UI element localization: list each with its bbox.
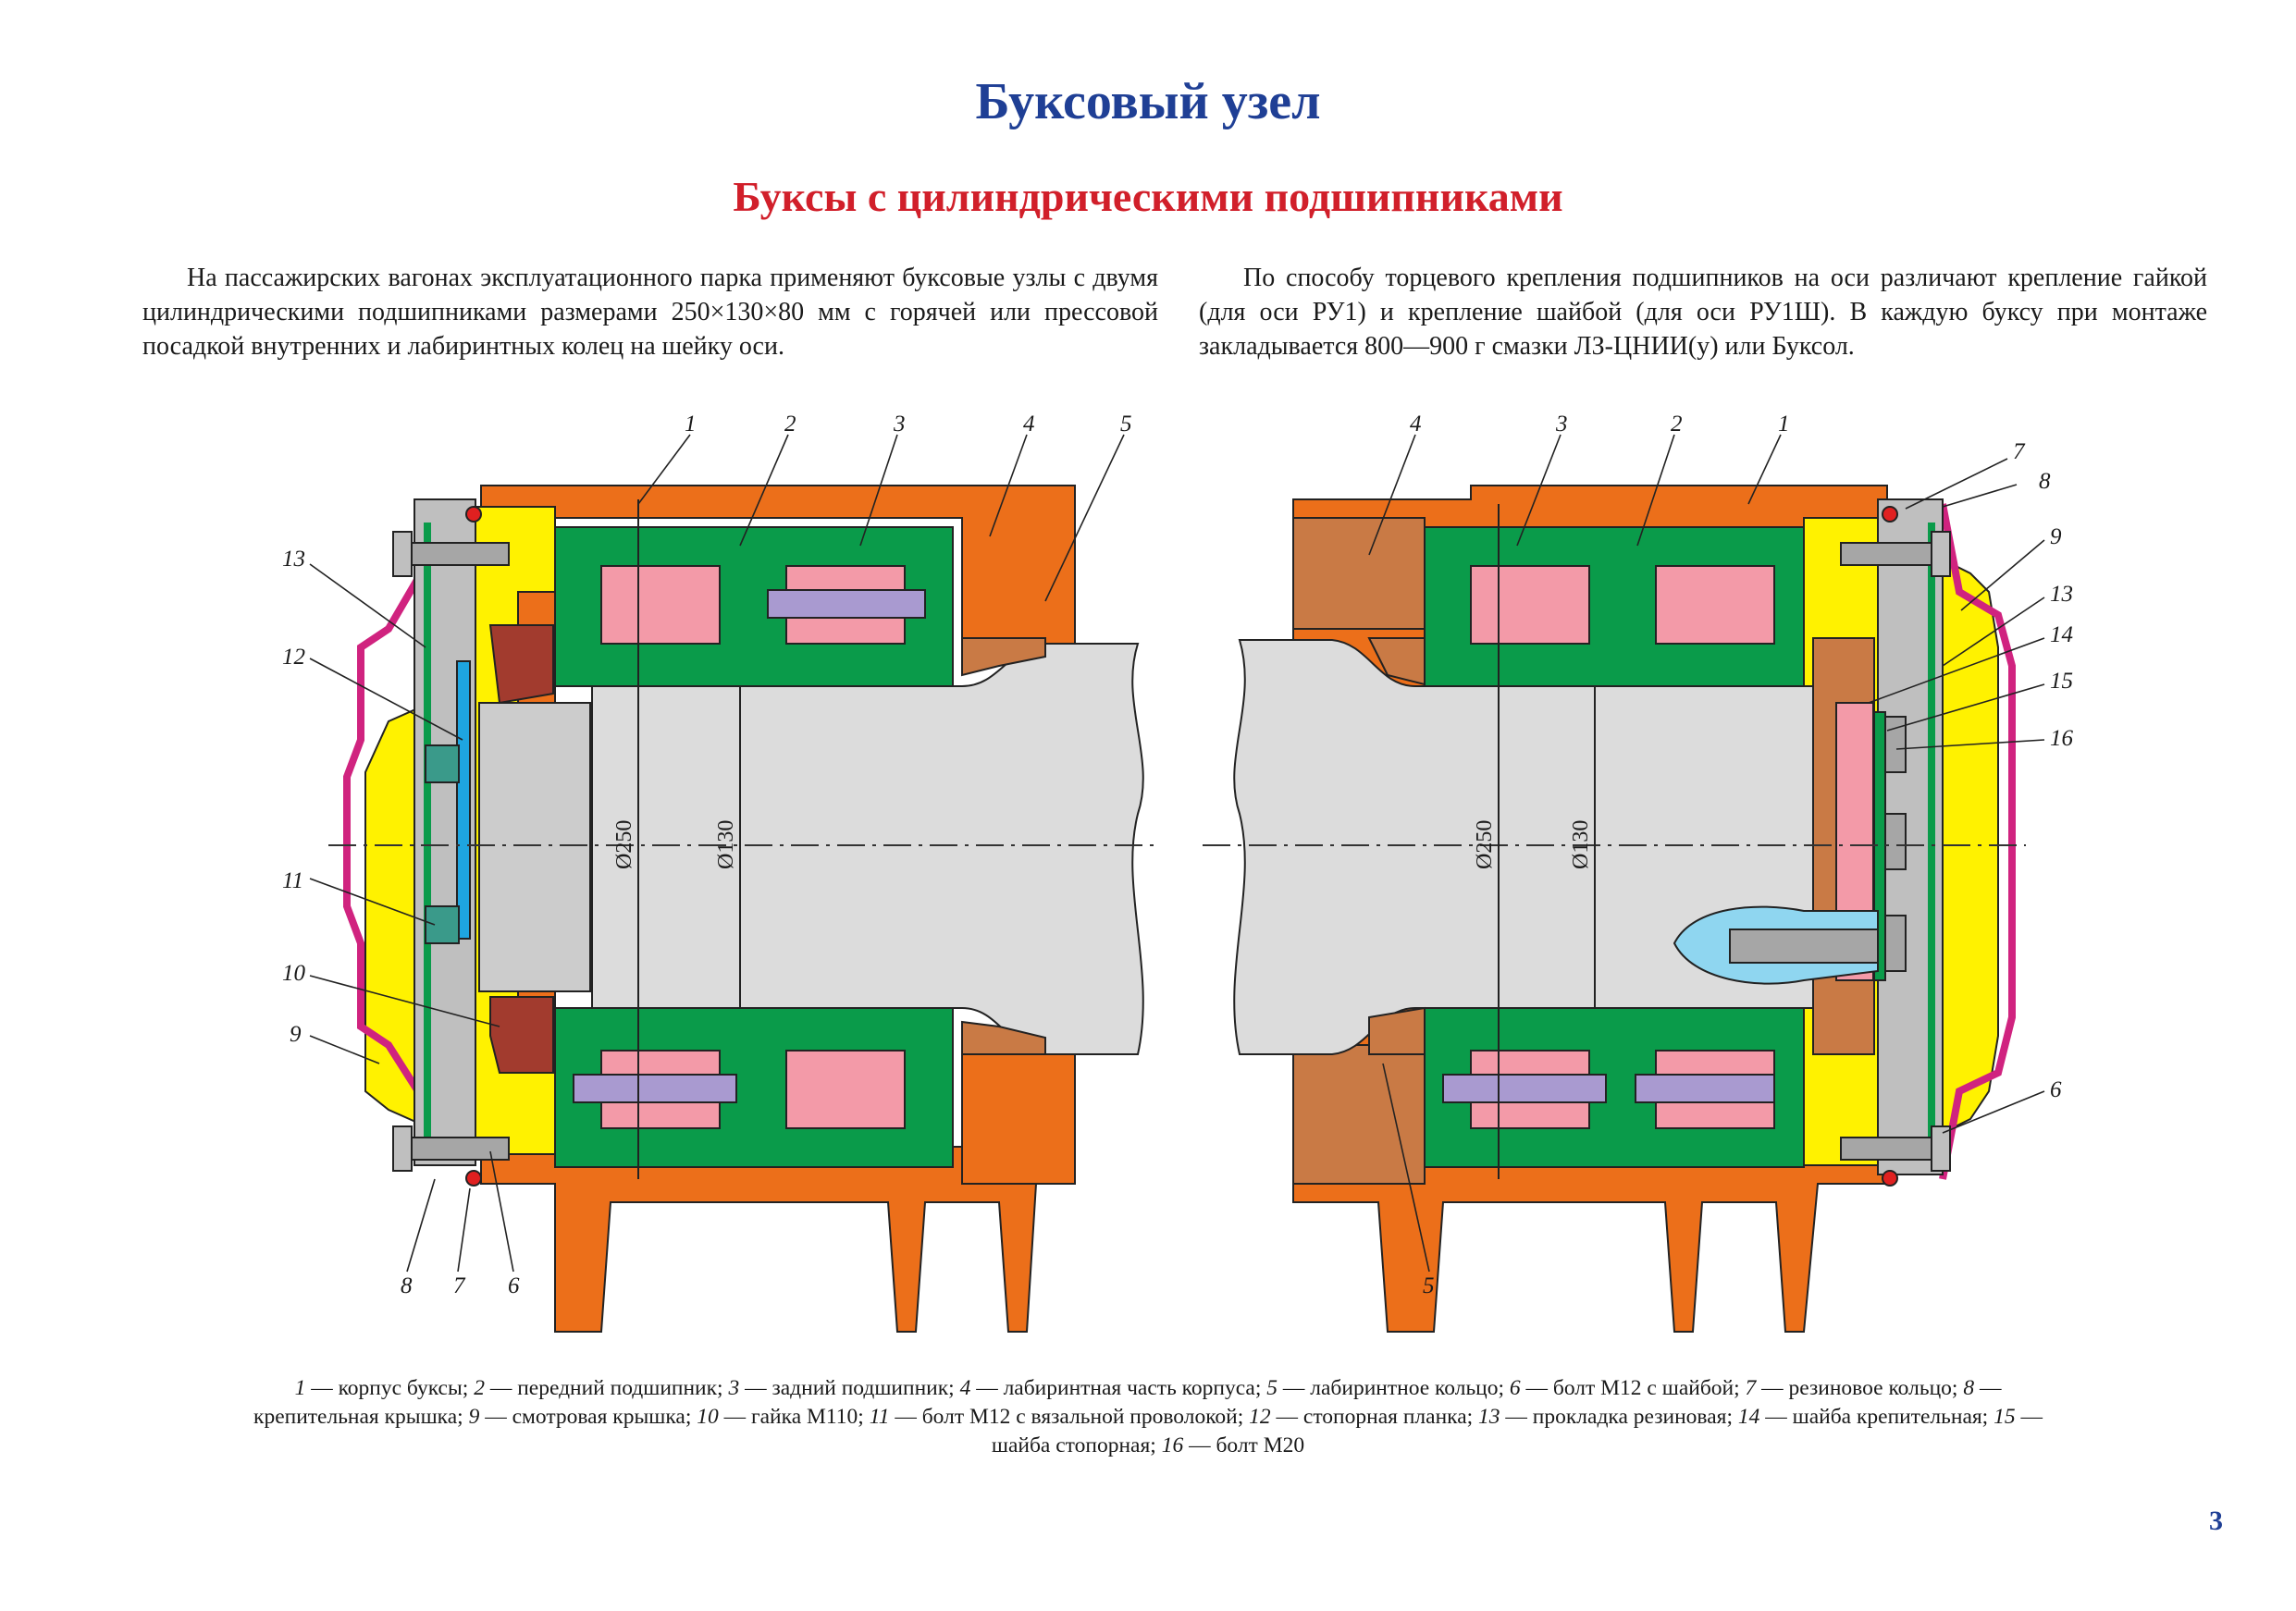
- axle: [591, 643, 1144, 1055]
- axlebox-diagram: Ø250 Ø130 1 2 3 4 5 13 12 11 10 9 8 7: [282, 412, 2074, 1333]
- rubber-gasket-right: [1928, 523, 1935, 1138]
- roller-rear-top-right: [1470, 565, 1590, 645]
- bolt-m12-wire-bottom: [425, 905, 460, 944]
- figure-legend: 1 — корпус буксы; 2 — передний подшипник…: [241, 1374, 2055, 1460]
- legend-item: 12 — стопорная планка;: [1249, 1405, 1479, 1429]
- intro-paragraph-right: По способу торцевого крепления подшипник…: [1199, 264, 2207, 361]
- bolt-m12-wire-top: [425, 744, 460, 783]
- legend-item: 9 — смотровая крышка;: [468, 1405, 697, 1429]
- bolt-top-right: [1840, 542, 1934, 566]
- dim-outer-left: Ø250: [612, 820, 636, 869]
- legend-item: 13 — прокладка резиновая;: [1478, 1405, 1738, 1429]
- rubber-gasket: [424, 523, 431, 1138]
- label-right-15: 15: [2050, 669, 2073, 694]
- legend-item: 2 — передний подшипник;: [474, 1376, 729, 1400]
- label-left-6: 6: [508, 1273, 520, 1298]
- labyrinth-ring: [961, 637, 1046, 1055]
- label-right-6: 6: [2050, 1077, 2062, 1102]
- legend-item: 6 — болт М12 с шайбой;: [1509, 1376, 1746, 1400]
- label-right-13: 13: [2050, 582, 2073, 607]
- bolt-bottom: [397, 1137, 510, 1161]
- leader-lines-left: [309, 434, 1125, 1273]
- rubber-ring-bottom-right: [1882, 1170, 1898, 1187]
- bolt-m20-mid: [1884, 813, 1907, 870]
- legend-item: 8 — крепительная крышка;: [253, 1376, 2002, 1429]
- legend-item: 4 — лабиринтная часть корпуса;: [959, 1376, 1267, 1400]
- label-left-9: 9: [290, 1022, 302, 1047]
- bolt-head-top-right: [1931, 531, 1951, 577]
- roller-rear-bottom: [785, 1050, 906, 1129]
- roller-rear-top-alt: [767, 589, 926, 619]
- dim-outer-right: Ø250: [1473, 820, 1497, 869]
- leader-lines-right: [1368, 434, 2045, 1273]
- legend-item: 7 — резиновое кольцо;: [1745, 1376, 1964, 1400]
- intro-paragraph-left: На пассажирских вагонах эксплуатационног…: [142, 264, 1158, 361]
- left-axlebox-section: Ø250 Ø130 1 2 3 4 5 13 12 11 10 9 8 7: [282, 412, 1161, 1333]
- page-subtitle: Буксы с цилиндрическими подшипниками: [733, 173, 1563, 220]
- legend-item: 15 — шайба стопорная;: [991, 1405, 2043, 1457]
- bolt-head-top: [392, 531, 413, 577]
- bolt-m20-bottom: [1884, 915, 1907, 972]
- nut-m110: [488, 624, 554, 1074]
- bolt-m20-shank: [1729, 928, 1879, 964]
- roller-front-bottom-alt: [573, 1074, 737, 1103]
- viewing-cover: [343, 571, 425, 1099]
- rubber-ring-top: [465, 506, 482, 523]
- dim-inner-left: Ø130: [714, 820, 738, 869]
- page-number: 3: [2209, 1506, 2223, 1536]
- dim-inner-right: Ø130: [1569, 820, 1593, 869]
- roller-front-top: [600, 565, 721, 645]
- label-right-9: 9: [2050, 524, 2062, 549]
- roller-rear-bottom-right-alt: [1442, 1074, 1607, 1103]
- legend-item: 10 — гайка М110;: [697, 1405, 870, 1429]
- legend-item: 11 — болт М12 с вязальной проволокой;: [869, 1405, 1250, 1429]
- viewing-cover-right: [1939, 503, 2016, 1180]
- page-title: Буксовый узел: [975, 73, 1321, 130]
- legend-item: 5 — лабиринтное кольцо;: [1266, 1376, 1510, 1400]
- label-left-8: 8: [401, 1273, 413, 1298]
- label-right-3: 3: [1555, 412, 1568, 437]
- housing-lower-block: [961, 1035, 1076, 1185]
- bolt-head-bottom: [392, 1125, 413, 1172]
- label-right-7: 7: [2013, 439, 2026, 464]
- bolt-top: [397, 542, 510, 566]
- label-right-8: 8: [2039, 469, 2051, 494]
- label-left-1: 1: [685, 412, 697, 437]
- rubber-ring-bottom: [465, 1170, 482, 1187]
- label-left-3: 3: [893, 412, 906, 437]
- legend-item: 1 — корпус буксы;: [294, 1376, 475, 1400]
- label-left-7: 7: [453, 1273, 466, 1298]
- roller-front-top-right: [1655, 565, 1775, 645]
- labyrinth-housing-bottom: [1292, 1044, 1426, 1185]
- label-right-1: 1: [1778, 412, 1790, 437]
- label-right-16: 16: [2050, 726, 2074, 751]
- label-left-12: 12: [282, 645, 305, 670]
- axle-journal-end: [478, 702, 591, 992]
- label-right-5: 5: [1423, 1273, 1435, 1298]
- axle-right: [1233, 639, 1851, 1055]
- bolt-bottom-right: [1840, 1137, 1934, 1161]
- label-left-4: 4: [1023, 412, 1035, 437]
- right-axlebox-section: Ø250 Ø130 4 3 2 1 7 8 9 13 14 15 16 6: [1203, 412, 2074, 1333]
- stop-plate: [456, 660, 471, 940]
- label-right-4: 4: [1410, 412, 1422, 437]
- legend-item: 14 — шайба крепительная;: [1737, 1405, 1994, 1429]
- legend-item: 16 — болт М20: [1161, 1433, 1305, 1457]
- bolt-head-bottom-right: [1931, 1125, 1951, 1172]
- legend-item: 3 — задний подшипник;: [728, 1376, 960, 1400]
- label-right-14: 14: [2050, 622, 2073, 647]
- label-left-13: 13: [282, 547, 305, 572]
- label-left-10: 10: [282, 961, 306, 986]
- labyrinth-ring-right: [1367, 637, 1426, 1055]
- rubber-ring-top-right: [1882, 506, 1898, 523]
- label-left-2: 2: [784, 412, 796, 437]
- bolt-m20-top: [1884, 716, 1907, 773]
- roller-front-bottom-right-alt: [1635, 1074, 1775, 1103]
- label-right-2: 2: [1671, 412, 1683, 437]
- label-left-11: 11: [282, 868, 303, 893]
- label-left-5: 5: [1120, 412, 1132, 437]
- labyrinth-housing-top: [1292, 517, 1426, 630]
